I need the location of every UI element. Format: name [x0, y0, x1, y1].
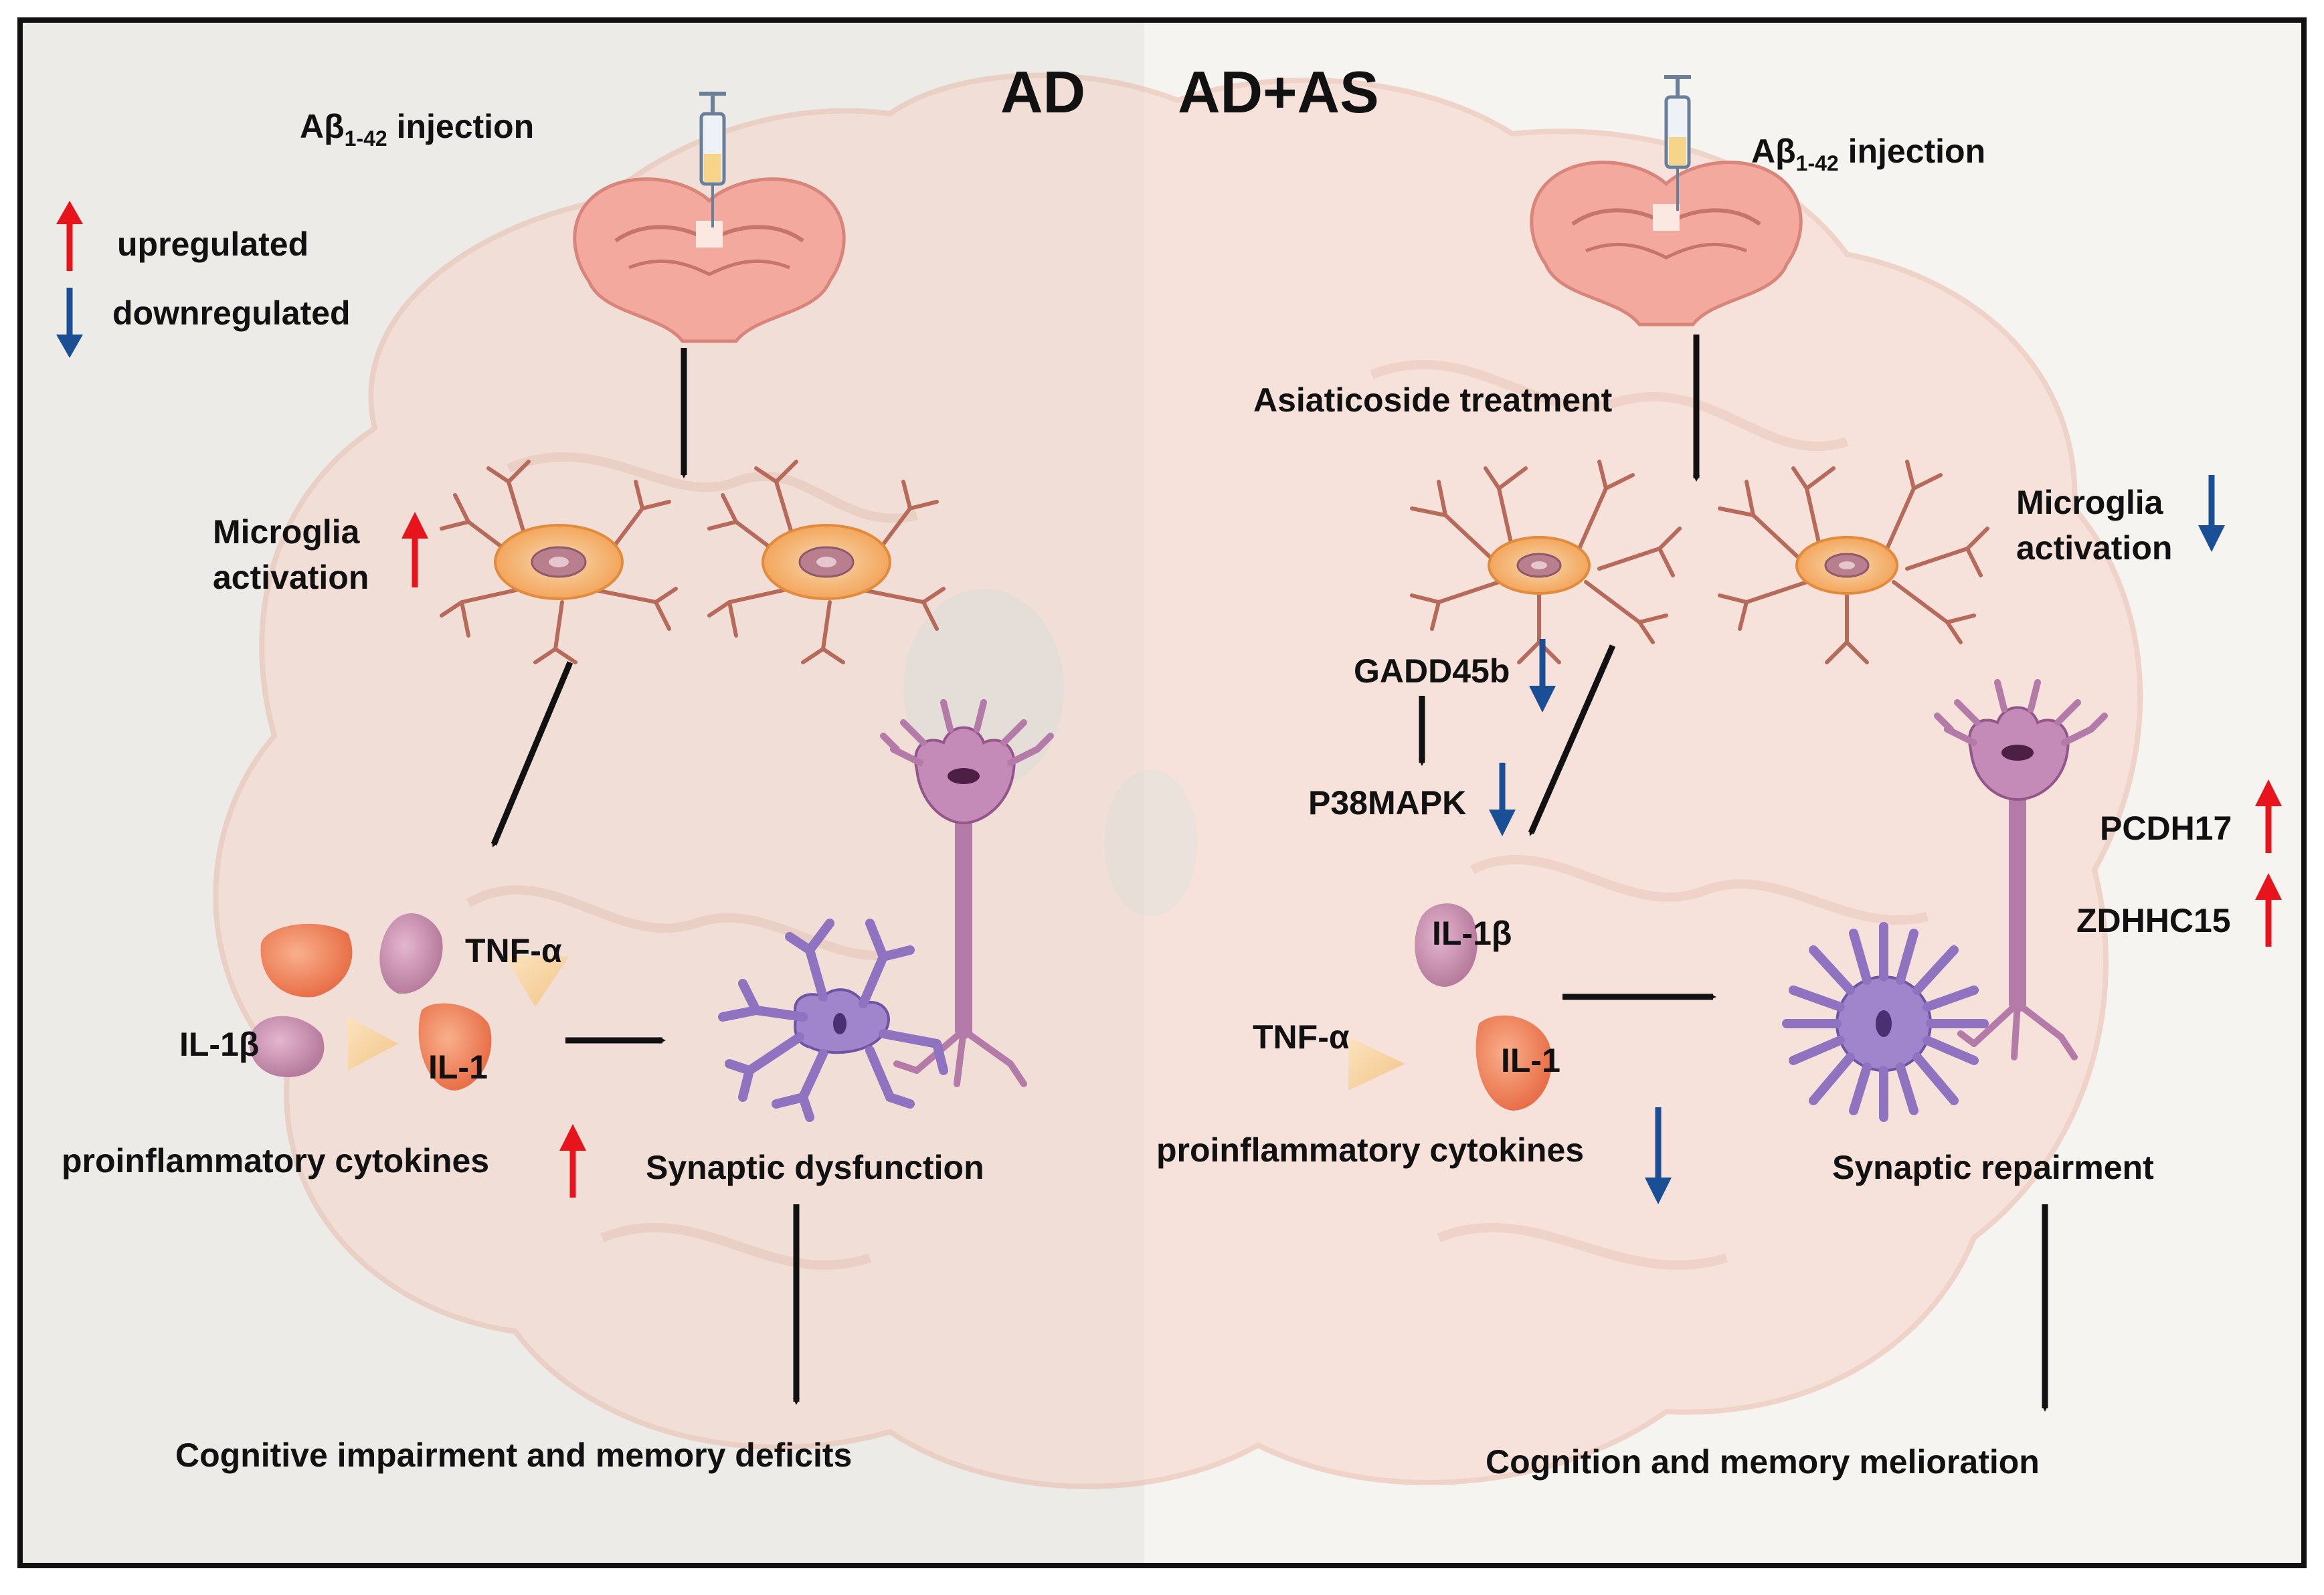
left-panel-title: AD [1000, 59, 1085, 125]
right-microglia-cell-1 [1410, 460, 1682, 664]
cytokine-blob-orange [418, 1003, 492, 1091]
left-microglia-cell-2 [707, 460, 946, 664]
right-synaptic-label: Synaptic repairment [1832, 1149, 2154, 1186]
left-astrocyte-icon [718, 919, 948, 1122]
cytokine-blob-orange [1476, 1015, 1552, 1111]
right-outcome-label: Cognition and memory melioration [1486, 1443, 2040, 1481]
legend-up-label: upregulated [117, 225, 308, 263]
right-brain-section-icon [1530, 161, 1803, 326]
right-astrocyte-icon [1782, 922, 1989, 1122]
left-proinflammatory-label: proinflammatory cytokines [62, 1142, 489, 1180]
pcdh17-label: PCDH17 [2100, 810, 2232, 847]
left-injection-label: Aβ1-42 injection [300, 108, 534, 151]
left-tnf-label: TNF-α [465, 932, 562, 969]
right-tnf-label: TNF-α [1253, 1018, 1350, 1056]
p38mapk-label: P38MAPK [1308, 784, 1466, 822]
left-syringe-icon [699, 92, 726, 227]
zdhhc15-label: ZDHHC15 [2076, 902, 2231, 939]
left-synaptic-label: Synaptic dysfunction [646, 1149, 984, 1186]
cytokine-blob-pink [1415, 903, 1478, 987]
right-neuron-icon [1934, 679, 2108, 1060]
right-microglia-label-line1: Microglia [2016, 484, 2164, 521]
right-proinflammatory-label: proinflammatory cytokines [1156, 1131, 1584, 1169]
right-injection-label: Aβ1-42 injection [1751, 132, 1985, 175]
left-microglia-label-line1: Microglia [213, 513, 361, 551]
right-panel-title: AD+AS [1178, 59, 1379, 125]
brain-watermark [213, 72, 2143, 1489]
p38mapk-down-arrow-icon [1489, 763, 1516, 836]
zdhhc15-up-arrow-icon [2255, 873, 2282, 947]
pcdh17-up-arrow-icon [2255, 779, 2282, 853]
legend-down-arrow-icon [56, 288, 83, 358]
right-arrow-to-cytokines [1528, 644, 1616, 836]
figure-frame [17, 17, 2307, 1568]
gadd45b-down-arrow-icon [1529, 639, 1556, 713]
right-microglia-cell-2 [1718, 460, 1989, 664]
left-arrow-to-cytokines [490, 661, 573, 848]
cytokine-triangle [505, 957, 569, 1007]
right-il1-label: IL-1 [1501, 1042, 1560, 1079]
legend: upregulated downregulated [56, 201, 351, 358]
right-syringe-icon [1664, 75, 1691, 211]
left-cytokine-cluster [249, 913, 569, 1091]
left-microglia-up-arrow-icon [401, 512, 428, 587]
legend-down-label: downregulated [112, 294, 351, 332]
left-il1-label: IL-1 [428, 1048, 488, 1086]
legend-up-arrow-icon [56, 201, 83, 271]
left-outcome-label: Cognitive impairment and memory deficits [175, 1436, 852, 1474]
right-treatment-label: Asiaticoside treatment [1253, 381, 1613, 419]
cytokine-blob-pink [379, 913, 443, 994]
right-cytokine-cluster [1348, 903, 1552, 1111]
left-microglia-cell-1 [440, 460, 678, 664]
right-microglia-down-arrow-icon [2198, 475, 2225, 552]
left-neuron-icon [880, 699, 1054, 1087]
left-il1b-label: IL-1β [179, 1026, 259, 1063]
cytokine-blob-pink [249, 1016, 325, 1077]
left-cytokines-up-arrow-icon [559, 1124, 586, 1198]
right-microglia-label-line2: activation [2016, 529, 2172, 567]
cytokine-triangle [1348, 1037, 1405, 1091]
right-il1b-label: IL-1β [1432, 915, 1512, 952]
right-cytokines-down-arrow-icon [1645, 1107, 1672, 1204]
cytokine-blob-orange [260, 923, 353, 998]
cytokine-triangle [348, 1017, 398, 1070]
gadd45b-label: GADD45b [1354, 652, 1510, 690]
left-brain-section-icon [573, 177, 846, 343]
left-microglia-label-line2: activation [213, 559, 369, 596]
